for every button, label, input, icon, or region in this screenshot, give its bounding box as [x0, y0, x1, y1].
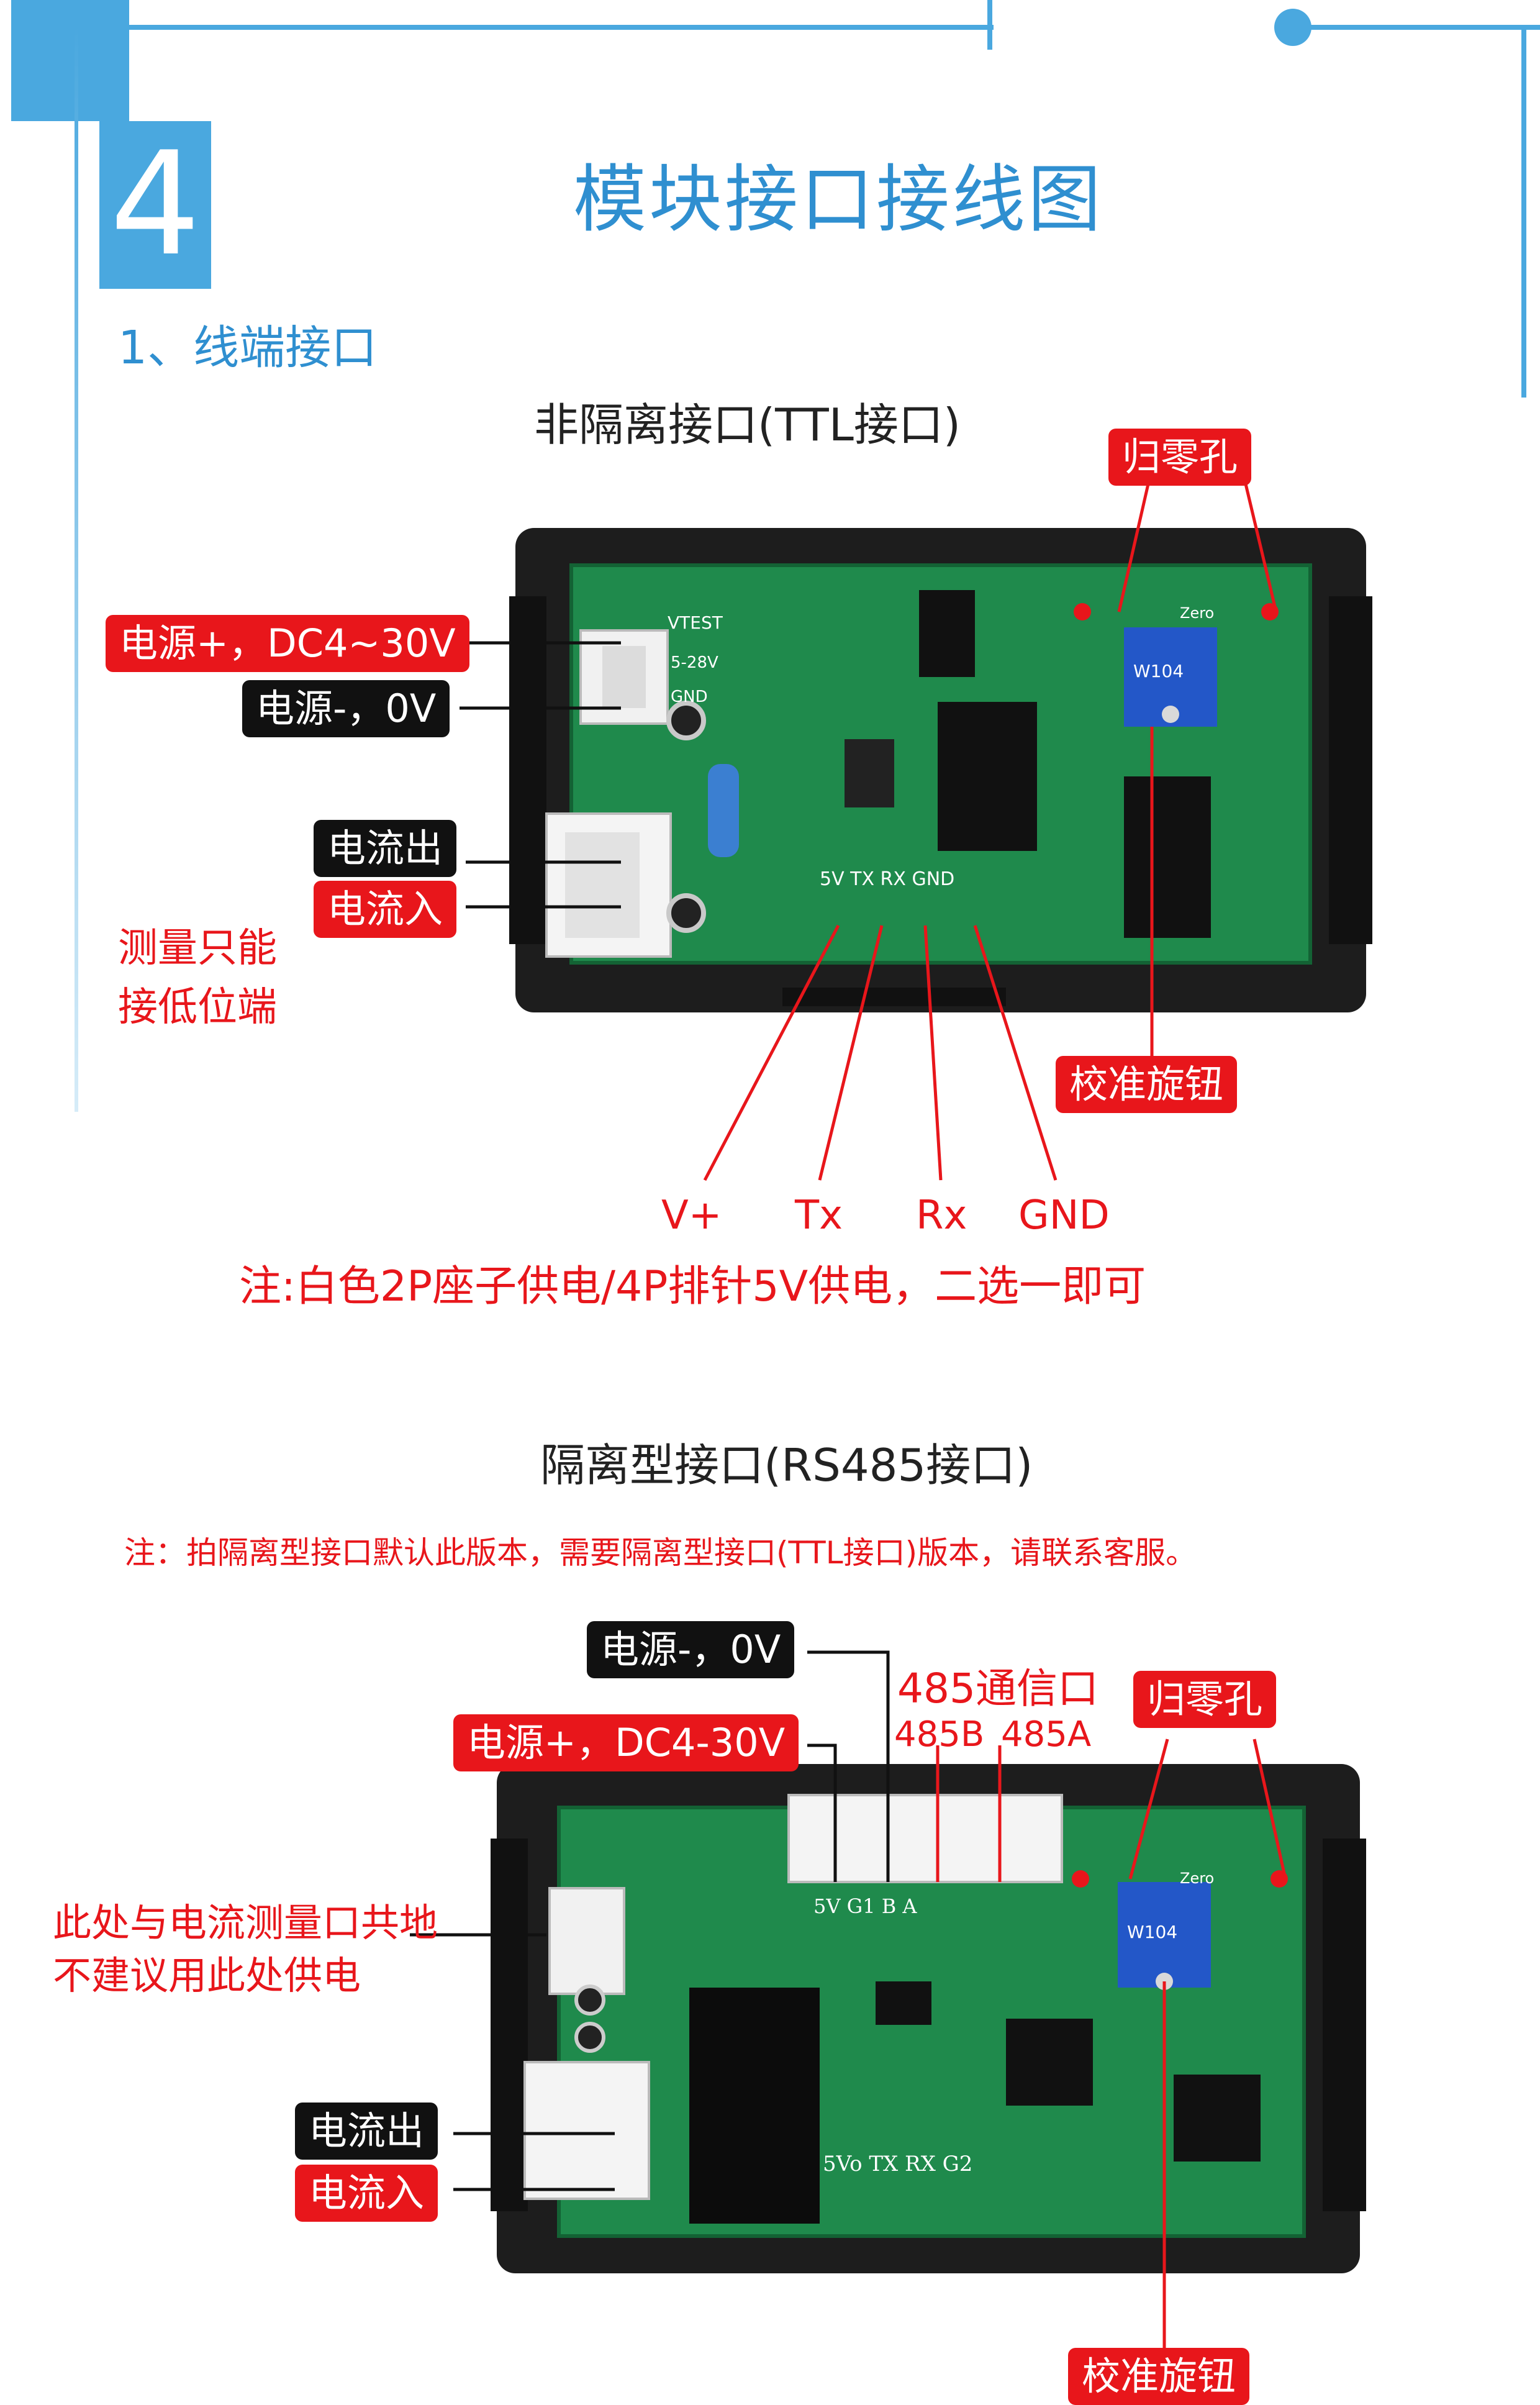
ttl-current-in-label: 电流入 [314, 881, 457, 938]
ttl-low-side-note-1: 测量只能 [118, 925, 277, 971]
ttl-power-plus-label: 电源+，DC4~30V [106, 615, 469, 672]
page-title: 模块接口接线图 [573, 157, 1103, 242]
rs485-port-a-label: 485A [1001, 1714, 1092, 1755]
rs485-diagram-title: 隔离型接口(RS485接口) [540, 1439, 1033, 1491]
ttl-silk-gnd: GND [671, 688, 708, 706]
rs485-silk-header: 5Vo TX RX G2 [823, 2152, 972, 2176]
ttl-low-side-note-2: 接低位端 [118, 984, 277, 1030]
rs485-zero-hole-label: 归零孔 [1133, 1671, 1277, 1728]
ttl-silk-pot: W104 [1133, 661, 1184, 681]
ttl-pin-tx: Tx [795, 1193, 843, 1239]
ttl-diagram-title: 非隔离接口(TTL接口) [534, 399, 961, 451]
header-decor-line-right [1292, 25, 1540, 30]
header-decor-left-edge [75, 25, 78, 1112]
rs485-silk-connector: 5V G1 B A [813, 1894, 917, 1918]
subheading: 1、线端接口 [118, 321, 378, 375]
rs485-port-b-label: 485B [894, 1714, 985, 1755]
ttl-silk-vtest: VTEST [668, 612, 723, 633]
rs485-silk-pot: W104 [1127, 1922, 1177, 1942]
ttl-pin-rx: Rx [916, 1193, 967, 1239]
ttl-pin-gnd: GND [1018, 1193, 1110, 1239]
rs485-power-minus-label: 电源-，0V [587, 1621, 795, 1678]
header-decor-line-top [50, 25, 994, 30]
header-decor-line-vertical [987, 0, 992, 50]
rs485-board-illustration: 5V G1 B A 5Vo TX RX G2 Zero W104 [491, 1764, 1366, 2273]
ttl-silk-v-range: 5-28V [671, 653, 718, 672]
rs485-power-plus-label: 电源+，DC4-30V [453, 1714, 799, 1771]
section-number: 4 [99, 121, 211, 289]
ttl-calibration-knob-label: 校准旋钮 [1056, 1056, 1238, 1113]
ttl-power-minus-label: 电源-，0V [242, 680, 450, 737]
rs485-current-out-label: 电流出 [295, 2103, 438, 2160]
rs485-note: 注：拍隔离型接口默认此版本，需要隔离型接口(TTL接口)版本，请联系客服。 [124, 1535, 1197, 1571]
ttl-current-out-label: 电流出 [314, 820, 457, 877]
ttl-zero-hole-label: 归零孔 [1108, 429, 1252, 486]
rs485-comm-port-label: 485通信口 [897, 1665, 1098, 1712]
ttl-silk-pin-header: 5V TX RX GND [820, 868, 954, 890]
ttl-pin-vplus: V+ [661, 1193, 722, 1239]
rs485-shared-ground-note-2: 不建议用此处供电 [53, 1953, 361, 1998]
rs485-current-in-label: 电流入 [295, 2165, 438, 2222]
ttl-silk-zero: Zero [1180, 604, 1214, 622]
header-decor-right-edge [1521, 25, 1526, 398]
header-decor-block [11, 0, 129, 121]
rs485-silk-zero: Zero [1180, 1870, 1214, 1887]
header-decor-dot [1274, 9, 1311, 46]
rs485-shared-ground-note-1: 此处与电流测量口共地 [53, 1900, 438, 1945]
rs485-calibration-knob-label: 校准旋钮 [1068, 2348, 1250, 2405]
ttl-supply-note: 注:白色2P座子供电/4P排针5V供电，二选一即可 [239, 1262, 1146, 1311]
